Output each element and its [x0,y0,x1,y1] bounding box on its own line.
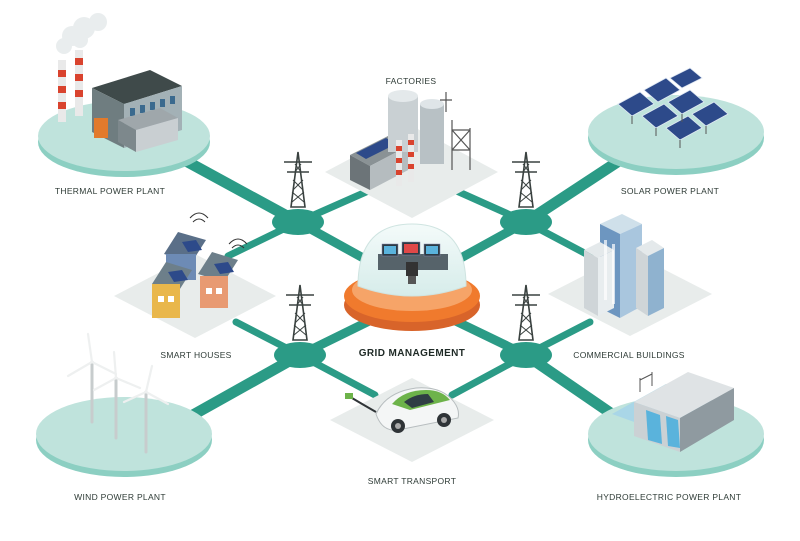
grid-management-dome [344,223,480,331]
node-label-thermal: THERMAL POWER PLANT [54,186,166,196]
factories-tile [325,90,498,218]
tower-icon [283,151,313,208]
node-label-hydro: HYDROELECTRIC POWER PLANT [596,492,742,502]
tower-icon [511,284,541,341]
node-label-commercial: COMMERCIAL BUILDINGS [573,350,685,360]
solar-platform [588,67,764,175]
node-label-houses: SMART HOUSES [160,350,232,360]
node-label-factories: FACTORIES [385,76,437,86]
houses-tile [114,212,276,338]
wind-platform [36,332,212,477]
tower-icon [511,151,541,208]
node-label-wind: WIND POWER PLANT [74,492,166,502]
hydro-platform [588,372,764,477]
junctions [272,209,552,368]
transport-tile [330,378,494,462]
tower-icon [285,284,315,341]
thermal-platform [38,13,210,177]
node-label-solar: SOLAR POWER PLANT [620,186,720,196]
node-label-transport: SMART TRANSPORT [367,476,457,486]
center-label: GRID MANAGEMENT [358,348,466,359]
commercial-tile [548,214,712,336]
